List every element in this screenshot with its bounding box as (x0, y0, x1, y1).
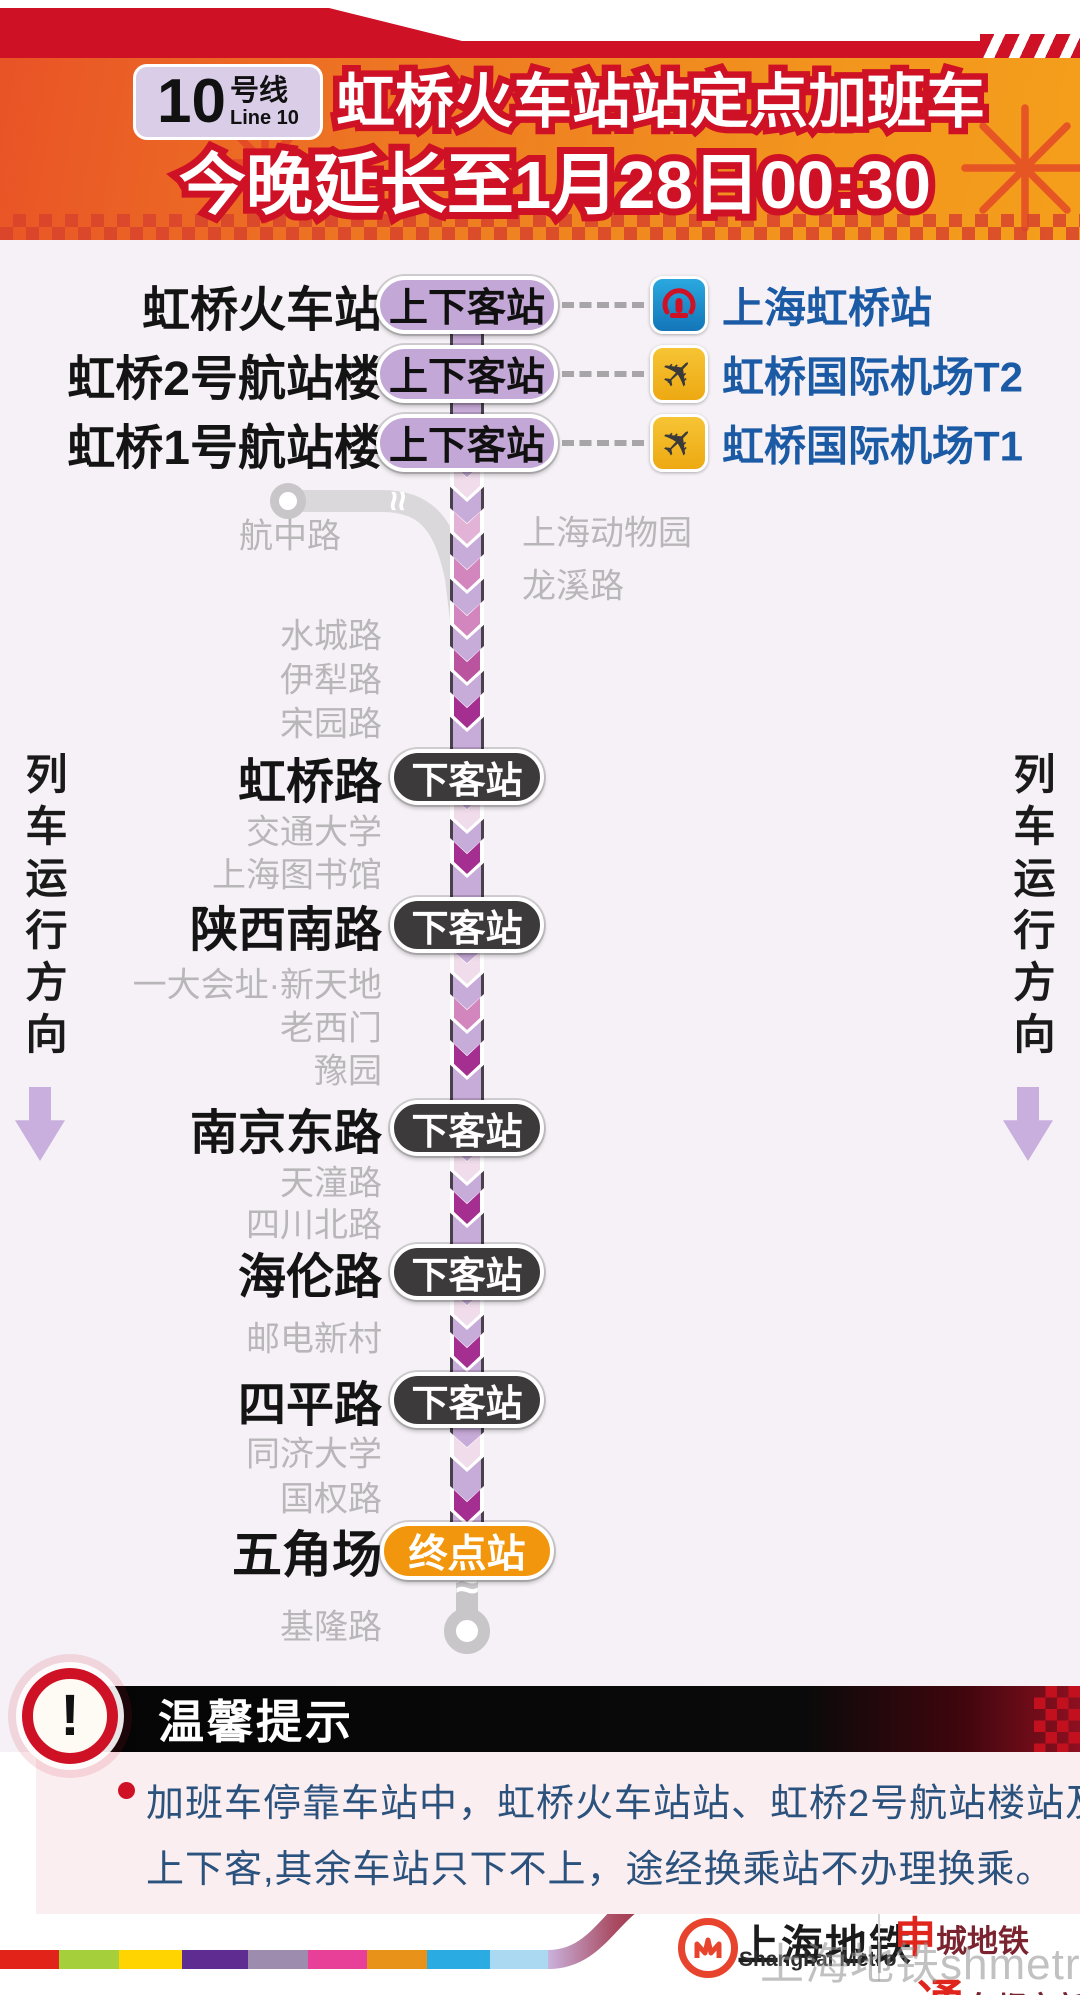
direction-indicator-left: 列车运行方向 (12, 752, 68, 1161)
footer-logo-en: Shanghai Metro (739, 1948, 897, 1971)
station-name: 四平路 (237, 1379, 382, 1432)
watermark: 上海地铁shmetro (760, 1940, 1080, 1989)
station-name: 四川北路 (246, 1206, 382, 1245)
station-badge: 下客站 (390, 1244, 544, 1300)
station-name: 水城路 (280, 617, 382, 656)
station-name: 邮电新村 (246, 1320, 382, 1359)
header-diagonal-stripes (980, 34, 1080, 60)
branch-terminus-circle (270, 483, 306, 519)
connected-facility-label: 虹桥国际机场T2 (722, 353, 1024, 401)
direction-indicator-right: 列车运行方向 (1000, 752, 1056, 1161)
notice-title: 温馨提示 (158, 1696, 354, 1748)
slogan-big-char-1: 申 (894, 1914, 937, 1961)
notice-body-panel (36, 1752, 1080, 1914)
station-name: 交通大学 (246, 813, 382, 852)
header-red-band (0, 41, 1080, 58)
line-name-en: Line 10 (230, 106, 299, 129)
line-10-badge: 10 号线 Line 10 (133, 64, 323, 140)
station-name: 航中路 (239, 517, 341, 556)
connector-dashed-line (562, 440, 644, 446)
station-name: 伊犁路 (280, 661, 382, 700)
color-band-segment (427, 1950, 490, 1969)
footer-color-band-bottom (0, 1950, 552, 1969)
station-badge: 上下客站 (376, 345, 558, 403)
connector-dashed-line (562, 302, 644, 308)
station-name: 上海图书馆 (212, 856, 382, 895)
down-arrow-icon (1003, 1087, 1053, 1161)
station-badge: 上下客站 (376, 276, 558, 334)
station-name: 五角场 (232, 1527, 382, 1583)
station-name: 陕西南路 (189, 904, 382, 957)
station-name: 老西门 (280, 1009, 382, 1048)
color-band-segment (59, 1950, 119, 1969)
station-name: 同济大学 (246, 1435, 382, 1474)
station-name: 上海动物园 (522, 514, 692, 553)
plane-icon: ✈ (650, 345, 708, 403)
station-name: 龙溪路 (522, 567, 624, 606)
station-badge: 上下客站 (376, 414, 558, 472)
line-number: 10 (157, 67, 227, 136)
station-badge: 下客站 (390, 1372, 544, 1428)
color-band-segment (308, 1950, 367, 1969)
station-name: 天潼路 (280, 1164, 382, 1203)
footer-slogan: 申城地铁 通向都市新生活 (894, 1904, 1080, 1995)
direction-label: 列车运行方向 (19, 752, 65, 1064)
connector-dashed-line (562, 371, 644, 377)
plane-icon: ✈ (650, 414, 708, 472)
shanghai-metro-logo (678, 1918, 738, 1978)
line-end-circle (444, 1608, 490, 1654)
station-badge: 下客站 (390, 1100, 544, 1156)
header-orange-panel (0, 58, 1080, 240)
connected-facility-label: 虹桥国际机场T1 (722, 422, 1024, 470)
slogan-big-char-2: 通 (916, 1977, 964, 1995)
diagram-background (0, 240, 1080, 1752)
metro-m-icon (694, 1937, 722, 1958)
footer-logo-cn: 上海地铁 (737, 1922, 914, 1969)
station-name: 虹桥2号航站楼 (67, 353, 382, 406)
station-name: 基隆路 (280, 1608, 382, 1647)
color-band-segment (0, 1950, 59, 1969)
station-name: 国权路 (280, 1480, 382, 1519)
direction-label: 列车运行方向 (1007, 752, 1053, 1064)
header-checker-strip (0, 214, 1080, 240)
station-name: 一大会址·新天地 (132, 966, 382, 1005)
notice-bar-checker (1034, 1686, 1080, 1752)
station-name: 南京东路 (189, 1107, 382, 1160)
color-band-segment (367, 1950, 427, 1969)
footer-divider (878, 1905, 880, 1981)
station-name: 虹桥火车站 (141, 284, 382, 337)
color-band-segment (248, 1950, 308, 1969)
color-band-segment (182, 1950, 248, 1969)
notice-body-line2: 上下客,其余车站只下不上，途经换乘站不办理换乘。 (146, 1849, 1055, 1891)
title-line1: 虹桥火车站站定点加班车 (336, 69, 985, 135)
notice-body-line1: 加班车停靠车站中，虹桥火车站站、虹桥2号航站楼站及虹桥1号航站楼站办理 (146, 1783, 1080, 1825)
bullet-dot (118, 1782, 135, 1799)
down-arrow-icon (15, 1087, 65, 1161)
notice-bar: 温馨提示 (96, 1686, 1080, 1752)
slogan-rest-2: 向都市新生活 (964, 1991, 1080, 1995)
title-line2: 今晚延长至1月28日00:30 (179, 148, 931, 223)
exclamation-icon: ! (22, 1668, 118, 1764)
color-band-segment (119, 1950, 182, 1969)
station-name: 虹桥路 (237, 756, 382, 809)
color-band-segment (490, 1950, 552, 1969)
station-name: 豫园 (314, 1052, 382, 1091)
station-name: 虹桥1号航站楼 (67, 422, 382, 475)
station-name: 宋园路 (280, 705, 382, 744)
railway-icon (650, 276, 708, 334)
firework-icon (961, 104, 1080, 232)
track-break-mark: ≈ (378, 491, 419, 511)
connected-facility-label: 上海虹桥站 (722, 284, 933, 332)
station-badge: 终点站 (380, 1522, 554, 1580)
station-badge: 下客站 (390, 897, 544, 953)
exclamation-glyph: ! (60, 1683, 80, 1748)
slogan-rest-1: 城地铁 (936, 1924, 1030, 1959)
station-name: 海伦路 (237, 1251, 382, 1304)
header: 10 号线 Line 10 虹桥火车站站定点加班车 今晚延长至1月28日00:3… (0, 0, 1080, 240)
station-badge: 下客站 (390, 749, 544, 805)
line-suffix: 号线 (230, 74, 289, 107)
header-title: 虹桥火车站站定点加班车 今晚延长至1月28日00:30 (172, 63, 992, 231)
